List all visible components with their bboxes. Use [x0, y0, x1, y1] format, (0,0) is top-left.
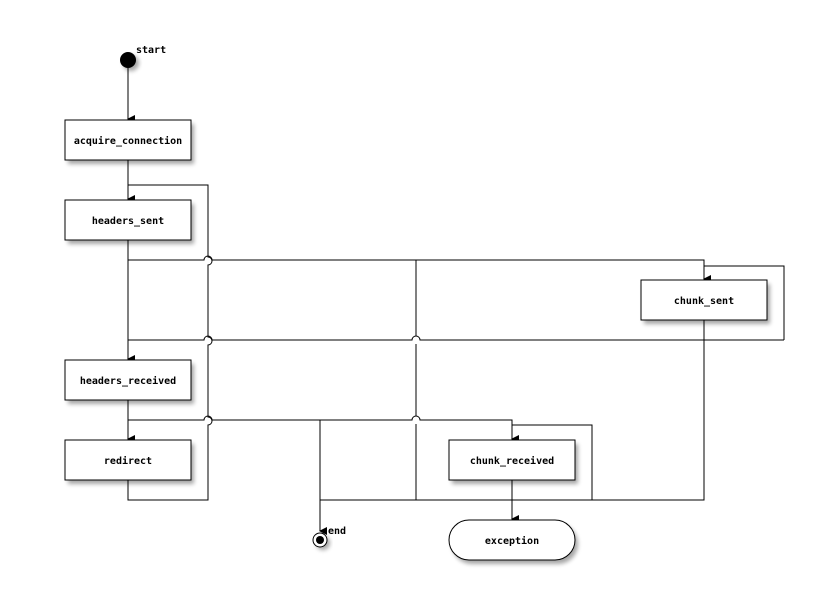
- edge-to-headers-received: [128, 335, 784, 341]
- state-headers-received[interactable]: headers_received: [64, 359, 194, 404]
- state-exception[interactable]: exception: [448, 519, 578, 564]
- state-headers-sent[interactable]: headers_sent: [64, 199, 194, 244]
- state-chunk-received[interactable]: chunk_received: [448, 439, 578, 484]
- start-node[interactable]: start: [120, 45, 166, 71]
- edge-chunk-received-self: [512, 424, 593, 500]
- edge-headers-received-branch: [128, 415, 519, 443]
- state-label: redirect: [104, 455, 152, 467]
- state-label: headers_sent: [92, 216, 164, 227]
- state-label: headers_received: [80, 375, 176, 387]
- edge-chunk-sent-self: [704, 265, 785, 340]
- state-label: chunk_received: [470, 455, 554, 467]
- end-dot-icon: [316, 536, 324, 544]
- edge-bottom-bus: [320, 320, 705, 501]
- end-label: end: [328, 526, 346, 537]
- edge-headers-sent-chunk-sent: [127, 240, 711, 283]
- state-chunk-sent[interactable]: chunk_sent: [640, 279, 770, 324]
- state-redirect[interactable]: redirect: [64, 439, 194, 484]
- state-label: acquire_connection: [74, 135, 182, 147]
- state-acquire-connection[interactable]: acquire_connection: [64, 119, 194, 164]
- state-label: exception: [485, 535, 539, 547]
- edges: [127, 68, 785, 535]
- start-dot-icon: [120, 52, 136, 68]
- end-node[interactable]: end: [312, 526, 346, 550]
- state-label: chunk_sent: [674, 296, 734, 307]
- start-label: start: [136, 45, 166, 56]
